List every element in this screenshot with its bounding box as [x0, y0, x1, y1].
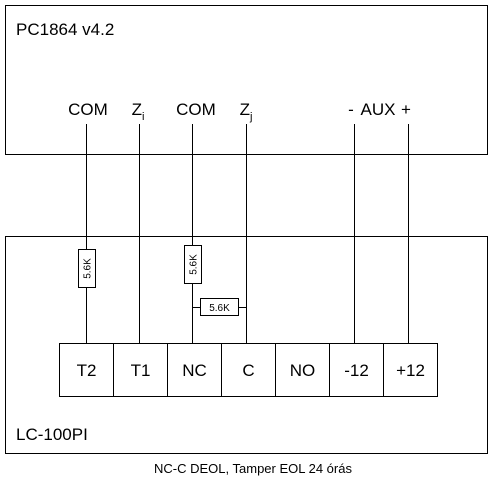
- terminal-cell-4: [275, 343, 330, 397]
- caption: NC-C DEOL, Tamper EOL 24 órás: [154, 461, 352, 476]
- terminal-cell-label-4: NO: [290, 361, 316, 380]
- resistor-2: 5.6K: [184, 245, 202, 284]
- terminal-cell-label-6: +12: [396, 361, 425, 380]
- terminal-aux-plus: +: [401, 100, 411, 119]
- terminal-zone-i-sub: i: [142, 111, 144, 123]
- terminal-cell-6: [383, 343, 438, 397]
- terminal-zone-j: Zj: [240, 100, 253, 123]
- terminal-zone-j-base: Z: [240, 100, 250, 119]
- terminal-cell-label-3: C: [242, 361, 254, 380]
- module-title: LC-100PI: [16, 425, 88, 444]
- terminal-aux-label: AUX: [361, 100, 396, 119]
- terminal-cell-5: [329, 343, 384, 397]
- terminal-com-2: COM: [176, 100, 216, 119]
- terminal-cell-label-5: -12: [344, 361, 369, 380]
- terminal-block: T2 T1 NC C NO -12 +12: [59, 343, 438, 397]
- resistor-1-label: 5.6K: [83, 258, 94, 279]
- terminal-zone-i: Zi: [132, 100, 145, 123]
- resistor-2-label: 5.6K: [189, 254, 200, 275]
- terminal-cell-2: [167, 343, 222, 397]
- resistor-3-body: [200, 298, 239, 316]
- terminal-cell-label-0: T2: [77, 361, 97, 380]
- resistor-3: 5.6K: [200, 298, 239, 316]
- resistor-2-body: [184, 245, 202, 284]
- terminal-cell-3: [221, 343, 276, 397]
- terminal-cell-label-2: NC: [182, 361, 207, 380]
- terminal-zone-i-base: Z: [132, 100, 142, 119]
- wires: [86, 124, 409, 343]
- terminal-zone-j-sub: j: [249, 111, 252, 123]
- resistor-3-label: 5.6K: [209, 303, 230, 314]
- resistor-1-body: [78, 249, 96, 288]
- resistor-1: 5.6K: [78, 249, 96, 288]
- terminal-com-1: COM: [68, 100, 108, 119]
- panel-title: PC1864 v4.2: [16, 20, 114, 39]
- terminal-cell-1: [113, 343, 168, 397]
- terminal-cell-label-1: T1: [131, 361, 151, 380]
- terminal-aux-minus: -: [348, 100, 354, 119]
